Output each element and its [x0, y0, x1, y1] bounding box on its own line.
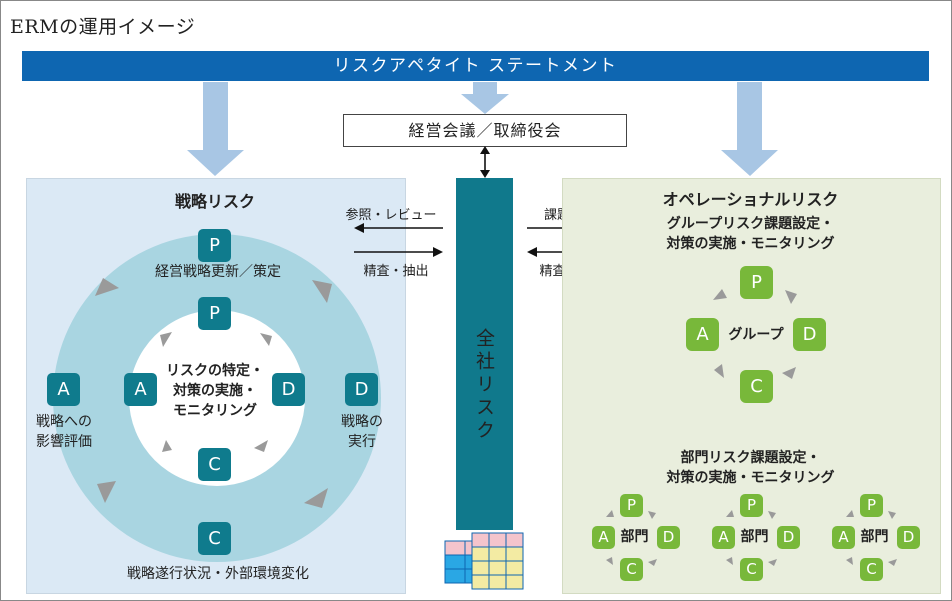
dept3-arrow-ca	[846, 557, 853, 565]
outer-p-badge: P	[198, 229, 231, 262]
outer-c-badge: C	[198, 522, 231, 555]
dept2-p-badge: P	[740, 494, 763, 517]
outer-arrow-ca	[97, 481, 116, 503]
operational-risk-title: オペレーショナルリスク	[662, 190, 839, 209]
inner-arrow-ap	[160, 332, 172, 347]
group-arrow-pd	[785, 290, 797, 304]
dept2-arrow-ap	[726, 510, 734, 517]
dept3-arrow-ap	[846, 510, 854, 517]
group-p-badge: P	[740, 266, 773, 299]
group-d-badge: D	[793, 318, 826, 351]
group-arrow-ap	[713, 289, 727, 300]
inner-c-badge: C	[198, 448, 231, 481]
dept3-arrow-dc	[888, 559, 897, 566]
dept1-arrow-dc	[648, 559, 657, 566]
group-a-badge: A	[686, 318, 719, 351]
inner-cycle-arrows	[160, 332, 272, 452]
outer-d-badge: D	[345, 373, 378, 406]
dept2-d-badge: D	[777, 526, 800, 549]
dept2-arrow-dc	[768, 559, 777, 566]
down-arrow-center	[461, 82, 509, 114]
left-bottom-arrow-head	[433, 247, 443, 257]
outer-c-label: 戦略遂行状況・外部環境変化	[127, 566, 309, 582]
dept1-d-badge: D	[657, 526, 680, 549]
dept1-center-label: 部門	[620, 529, 649, 545]
risk-appetite-banner: リスクアペタイト ステートメント	[22, 51, 929, 81]
strategic-risk-title: 戦略リスク	[174, 192, 255, 211]
dept1-p-badge: P	[620, 494, 643, 517]
enterprise-risk-column	[456, 178, 513, 530]
mgmt-link-down	[480, 170, 490, 178]
outer-d-label: 戦略の 実行	[341, 414, 383, 450]
group-arrow-ca	[714, 364, 724, 378]
dept1-arrow-ap	[606, 510, 614, 517]
group-c-badge: C	[740, 370, 773, 403]
outer-arrow-dc	[304, 488, 328, 508]
down-arrow-right	[721, 82, 778, 176]
dept3-a-badge: A	[832, 526, 855, 549]
dept3-d-badge: D	[897, 526, 920, 549]
dept1-c-badge: C	[620, 558, 643, 581]
inner-a-badge: A	[124, 373, 157, 406]
outer-p-label: 経営戦略更新／策定	[155, 264, 281, 280]
dept2-arrow-ca	[726, 557, 733, 565]
dept1-a-badge: A	[592, 526, 615, 549]
enterprise-risk-label: 全社リスク	[473, 328, 495, 443]
left-top-arrow-head	[354, 223, 364, 233]
dept2-center-label: 部門	[740, 529, 769, 545]
group-heading: グループリスク課題設定・ 対策の実施・モニタリング	[666, 216, 835, 252]
down-arrow-left	[187, 82, 244, 176]
dept1-arrow-ca	[606, 557, 613, 565]
outer-cycle-arrows	[95, 278, 332, 508]
dept-heading: 部門リスク課題設定・ 対策の実施・モニタリング	[666, 450, 835, 486]
outer-arrow-pd	[312, 280, 332, 303]
mgmt-link-up	[480, 146, 490, 154]
dept2-arrow-pd	[768, 511, 776, 519]
dept3-arrow-pd	[888, 511, 896, 519]
management-board-box: 経営会議／取締役会	[343, 114, 627, 147]
inner-arrow-pd	[260, 333, 272, 346]
inner-center-label: リスクの特定・ 対策の実施・ モニタリング	[166, 363, 264, 419]
left-bottom-arrow-label: 精査・抽出	[363, 264, 429, 279]
right-bottom-arrow-head	[527, 247, 537, 257]
dept3-center-label: 部門	[860, 529, 889, 545]
page-title: ERMの運用イメージ	[10, 16, 196, 38]
inner-d-badge: D	[272, 373, 305, 406]
dept1-arrow-pd	[648, 511, 656, 519]
outer-a-badge: A	[47, 373, 80, 406]
left-top-arrow-label: 参照・レビュー	[345, 208, 437, 223]
group-center-label: グループ	[728, 327, 784, 343]
dept2-c-badge: C	[740, 558, 763, 581]
inner-arrow-ca	[162, 440, 172, 452]
outer-a-label: 戦略への 影響評価	[36, 414, 92, 450]
inner-arrow-dc	[254, 440, 268, 452]
inner-p-badge: P	[198, 297, 231, 330]
dept3-c-badge: C	[860, 558, 883, 581]
dept2-a-badge: A	[712, 526, 735, 549]
group-arrow-dc	[782, 367, 796, 379]
dept3-p-badge: P	[860, 494, 883, 517]
outer-arrow-ap	[95, 278, 119, 296]
